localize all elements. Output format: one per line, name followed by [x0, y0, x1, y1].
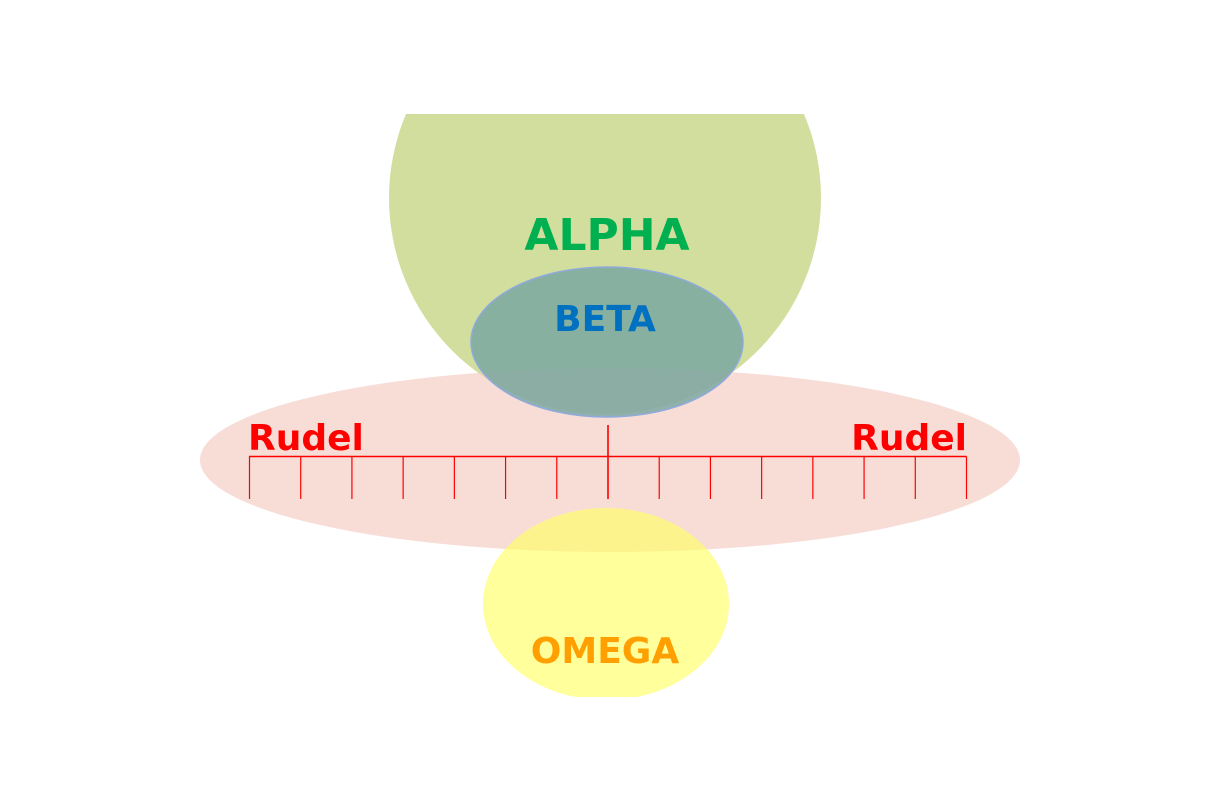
rudel-right-label: Rudel [851, 418, 967, 459]
rudel-band-ellipse [200, 368, 1020, 552]
beta-ellipse [470, 266, 744, 418]
ruler [248, 425, 968, 499]
ruler-ticks [248, 425, 968, 499]
rudel-left-label: Rudel [248, 418, 364, 459]
alpha-label: ALPHA [524, 210, 689, 261]
omega-shape [483, 508, 729, 697]
beta-label: BETA [554, 299, 656, 340]
omega-label: OMEGA [531, 631, 680, 672]
omega-ellipse [483, 508, 729, 697]
